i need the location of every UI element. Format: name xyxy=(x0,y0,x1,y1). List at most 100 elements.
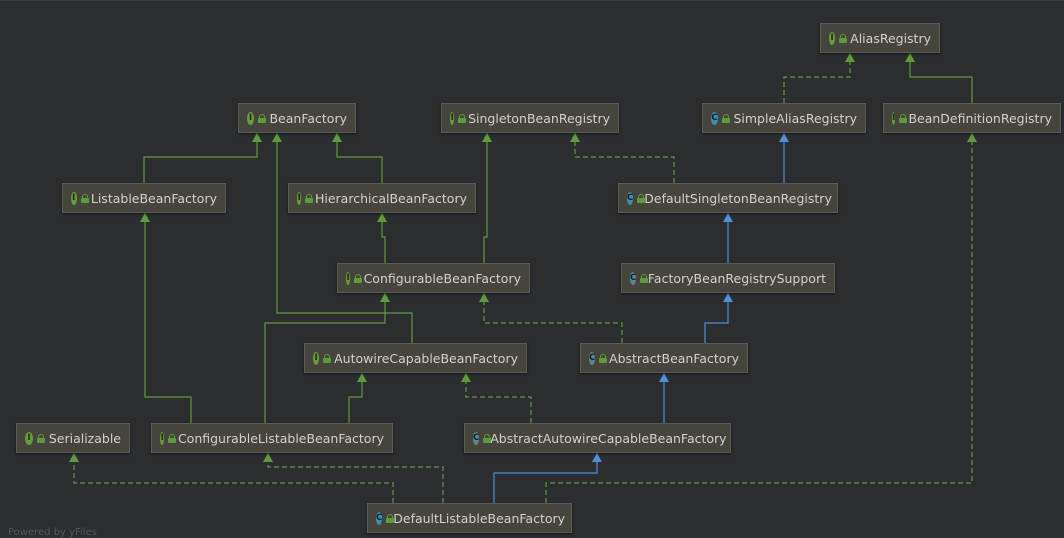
interface-icon: I xyxy=(346,271,351,285)
public-lock-icon xyxy=(899,114,908,123)
arrowhead xyxy=(69,453,79,462)
edge-extends-interface xyxy=(143,133,262,183)
interface-icon: I xyxy=(313,351,320,365)
node-abstract-bean-factory[interactable]: C AbstractBeanFactory xyxy=(580,343,748,373)
public-lock-icon xyxy=(168,434,176,443)
public-lock-icon xyxy=(839,34,848,43)
interface-icon: I xyxy=(297,191,302,205)
node-default-singleton-bean-registry[interactable]: C DefaultSingletonBeanRegistry xyxy=(618,183,838,213)
interface-icon: I xyxy=(892,111,896,125)
interface-icon: I xyxy=(247,111,255,125)
node-label: SingletonBeanRegistry xyxy=(468,110,610,126)
edge-implements xyxy=(479,293,623,343)
public-lock-icon xyxy=(80,194,90,203)
node-bean-factory[interactable]: I BeanFactory xyxy=(238,103,356,133)
edge-implements xyxy=(461,373,532,423)
class-icon: C xyxy=(376,511,383,525)
edge-extends-class xyxy=(723,213,733,263)
node-listable-bean-factory[interactable]: I ListableBeanFactory xyxy=(62,183,226,213)
node-factory-bean-registry-support[interactable]: C FactoryBeanRegistrySupport xyxy=(621,263,835,293)
edge-extends-class xyxy=(493,453,602,503)
node-label: Serializable xyxy=(48,430,121,446)
interface-icon: I xyxy=(450,111,455,125)
edge-extends-interface xyxy=(140,213,192,423)
arrowhead xyxy=(377,213,387,222)
edge-extends-interface xyxy=(332,133,383,183)
abstract-class-icon: C xyxy=(473,431,480,445)
node-label: AbstractBeanFactory xyxy=(609,350,739,366)
public-lock-icon xyxy=(323,354,331,363)
edge-extends-class xyxy=(704,293,733,343)
public-lock-icon xyxy=(258,114,267,123)
class-icon: C xyxy=(627,191,634,205)
interface-icon: I xyxy=(829,31,836,45)
public-lock-icon xyxy=(354,274,361,283)
node-hierarchical-bean-factory[interactable]: I HierarchicalBeanFactory xyxy=(288,183,476,213)
node-bean-definition-registry[interactable]: I BeanDefinitionRegistry xyxy=(883,103,1061,133)
public-lock-icon xyxy=(458,114,466,123)
node-label: AbstractAutowireCapableBeanFactory xyxy=(490,430,727,446)
class-icon: C xyxy=(711,111,719,125)
edge-implements xyxy=(783,53,855,103)
arrowhead xyxy=(479,293,489,302)
node-label: BeanDefinitionRegistry xyxy=(908,110,1052,126)
node-label: ConfigurableBeanFactory xyxy=(363,270,521,286)
arrowhead xyxy=(659,373,669,382)
edge-extends-interface xyxy=(377,213,387,263)
arrowhead xyxy=(357,373,367,382)
interface-icon: I xyxy=(25,431,33,445)
edge-implements xyxy=(263,453,444,503)
node-label: AliasRegistry xyxy=(850,30,931,46)
node-abstract-autowire-capable-bean-factory[interactable]: C AbstractAutowireCapableBeanFactory xyxy=(464,423,731,453)
arrowhead xyxy=(332,133,342,142)
public-lock-icon xyxy=(305,194,313,203)
arrowhead xyxy=(779,133,789,142)
node-simple-alias-registry[interactable]: C SimpleAliasRegistry xyxy=(702,103,866,133)
node-label: SimpleAliasRegistry xyxy=(733,110,857,126)
edge-extends-interface xyxy=(272,133,413,343)
node-alias-registry[interactable]: I AliasRegistry xyxy=(820,23,940,53)
arrowhead xyxy=(461,373,471,382)
edge-implements xyxy=(570,133,675,183)
node-label: ConfigurableListableBeanFactory xyxy=(177,430,384,446)
abstract-class-icon: C xyxy=(630,271,637,285)
arrowhead xyxy=(592,453,602,462)
node-label: DefaultListableBeanFactory xyxy=(393,510,566,526)
node-configurable-bean-factory[interactable]: I ConfigurableBeanFactory xyxy=(337,263,530,293)
node-label: BeanFactory xyxy=(269,110,347,126)
node-singleton-bean-registry[interactable]: I SingletonBeanRegistry xyxy=(441,103,619,133)
abstract-class-icon: C xyxy=(589,351,596,365)
edge-extends-class xyxy=(779,133,789,183)
edge-implements xyxy=(69,453,394,503)
arrowhead xyxy=(252,133,262,142)
arrowhead xyxy=(967,133,977,142)
public-lock-icon xyxy=(36,434,45,443)
arrowhead xyxy=(723,213,733,222)
public-lock-icon xyxy=(599,354,607,363)
interface-icon: I xyxy=(71,191,77,205)
public-lock-icon xyxy=(722,114,731,123)
edge-extends-class xyxy=(659,373,669,423)
public-lock-icon xyxy=(640,274,646,283)
arrowhead xyxy=(263,453,273,462)
node-serializable[interactable]: I Serializable xyxy=(16,423,130,453)
arrowhead xyxy=(140,213,150,222)
edge-implements xyxy=(545,133,977,503)
node-label: AutowireCapableBeanFactory xyxy=(334,350,518,366)
edge-extends-interface xyxy=(482,133,492,263)
interface-icon: I xyxy=(160,431,165,445)
arrowhead xyxy=(723,293,733,302)
node-label: ListableBeanFactory xyxy=(90,190,217,206)
edge-extends-interface xyxy=(264,293,390,423)
node-configurable-listable-bean-factory[interactable]: I ConfigurableListableBeanFactory xyxy=(151,423,393,453)
node-label: DefaultSingletonBeanRegistry xyxy=(644,190,832,206)
arrowhead xyxy=(905,53,915,62)
node-autowire-capable-bean-factory[interactable]: I AutowireCapableBeanFactory xyxy=(304,343,527,373)
arrowhead xyxy=(845,53,855,62)
node-label: HierarchicalBeanFactory xyxy=(314,190,467,206)
node-default-listable-bean-factory[interactable]: C DefaultListableBeanFactory xyxy=(367,503,572,533)
arrowhead xyxy=(272,133,282,142)
node-label: FactoryBeanRegistrySupport xyxy=(647,270,826,286)
